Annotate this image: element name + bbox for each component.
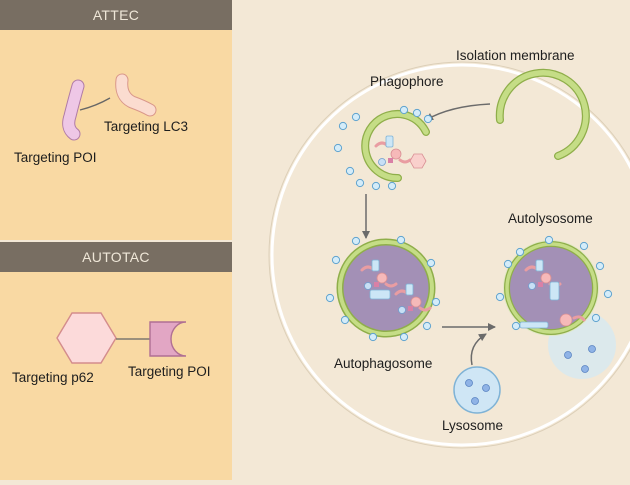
phagophore-shape: [333, 105, 433, 191]
autolysosome-shape: [495, 235, 616, 379]
attec-linker: [79, 97, 111, 111]
panel-divider: [0, 240, 232, 242]
label-autolysosome: Autolysosome: [508, 211, 593, 226]
autotac-panel: AUTOTAC Targeting p62 Targeting POI: [0, 242, 232, 480]
lysosome-shape: [453, 366, 501, 414]
label-lysosome: Lysosome: [442, 418, 503, 433]
autophagosome-shape: [325, 235, 441, 342]
autotac-header: AUTOTAC: [82, 249, 150, 265]
lc3-ligand-shape: [115, 73, 157, 117]
label-targeting-poi-attec: Targeting POI: [14, 150, 97, 165]
label-targeting-lc3: Targeting LC3: [104, 119, 188, 134]
arrow-lysosome-to-fusion: [470, 333, 487, 366]
poi-ligand-shape: [62, 79, 85, 141]
attec-header-bar: [0, 0, 232, 30]
label-autophagosome: Autophagosome: [334, 356, 432, 371]
cell-boundary: [270, 63, 630, 447]
attec-header: ATTEC: [93, 7, 139, 23]
autotac-poi-ligand-shape: [149, 321, 187, 357]
p62-ligand-hexagon: [56, 312, 117, 364]
label-targeting-p62: Targeting p62: [12, 370, 94, 385]
autotac-panel-bg: [0, 242, 232, 480]
attec-panel-bg: [0, 0, 232, 240]
attec-panel: ATTEC Targeting LC3 Targeting POI: [0, 0, 232, 240]
label-targeting-poi-autotac: Targeting POI: [128, 364, 211, 379]
label-phagophore: Phagophore: [370, 74, 444, 89]
autotac-header-bar: [0, 242, 232, 272]
label-isolation-membrane: Isolation membrane: [456, 48, 575, 63]
cell-boundary-rim: [268, 61, 630, 449]
